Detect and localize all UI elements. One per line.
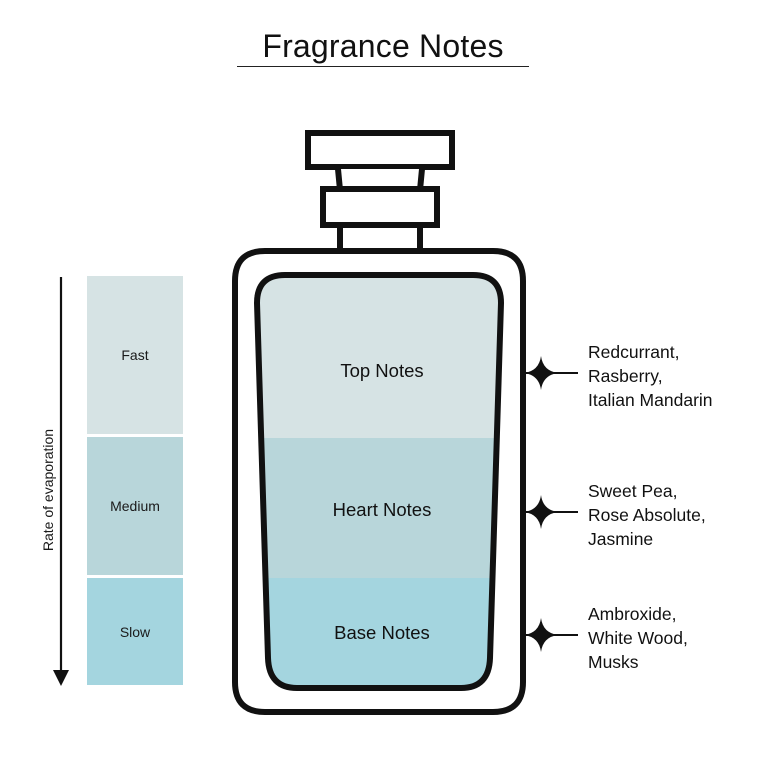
scale-block-medium <box>87 437 183 575</box>
sparkle-icon <box>524 618 558 652</box>
heart-notes-list: Sweet Pea, Rose Absolute, Jasmine <box>588 479 768 551</box>
scale-block-slow <box>87 578 183 685</box>
perfume-bottle-icon <box>232 130 526 715</box>
layer-fill-base <box>257 578 501 688</box>
note-item: Redcurrant, <box>588 342 680 362</box>
sparkle-icon <box>524 495 558 529</box>
note-item: White Wood, <box>588 628 688 648</box>
note-item: Ambroxide, <box>588 604 677 624</box>
scale-label-fast: Fast <box>121 347 149 363</box>
layer-label-base: Base Notes <box>334 622 430 643</box>
layer-fill-top <box>257 275 501 438</box>
note-item: Jasmine <box>588 529 654 549</box>
note-item: Sweet Pea, <box>588 481 678 501</box>
bottle-body-inner <box>253 272 505 691</box>
note-item: Rasberry, <box>588 366 663 386</box>
note-item: Italian Mandarin <box>588 390 713 410</box>
sparkle-icon <box>524 356 558 390</box>
note-item: Musks <box>588 652 639 672</box>
scale-label-slow: Slow <box>119 623 151 640</box>
top-notes-list: Redcurrant, Rasberry, Italian Mandarin <box>588 340 768 412</box>
bottle-cap <box>305 130 455 170</box>
title-underline <box>237 66 529 67</box>
scale-label-medium: Medium <box>110 498 160 514</box>
evaporation-axis-text: Rate of evaporation <box>40 428 56 552</box>
layer-label-heart: Heart Notes <box>332 499 432 520</box>
connector-base <box>523 618 578 652</box>
layer-label-top: Top Notes <box>340 360 424 381</box>
page-title: Fragrance Notes <box>262 28 504 64</box>
note-item: Rose Absolute, <box>588 505 706 525</box>
connector-top <box>523 356 578 390</box>
base-notes-list: Ambroxide, White Wood, Musks <box>588 602 768 674</box>
layer-fill-heart <box>257 438 501 578</box>
bottle-collar <box>320 186 440 228</box>
arrow-down-icon <box>53 277 69 686</box>
connector-heart <box>523 495 578 529</box>
scale-block-fast <box>87 276 183 434</box>
